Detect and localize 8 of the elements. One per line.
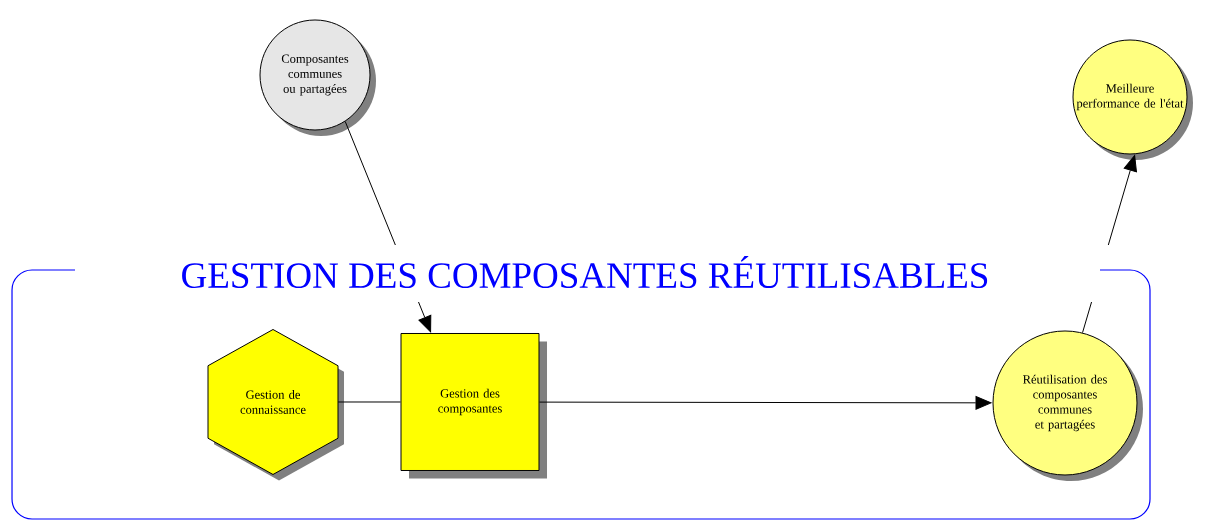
hexagon-node: Gestion de connaissance xyxy=(207,329,344,481)
arrow xyxy=(1082,155,1137,334)
circle-node: Meilleure performance de l'état xyxy=(1072,39,1193,160)
square-box: Gestion des composantes xyxy=(400,333,547,479)
circle-node: Composantes communes ou partagées xyxy=(259,19,376,136)
arrow xyxy=(539,395,992,410)
arrow xyxy=(344,121,432,333)
circle-node: Réutilisation des composantes communes et partagées xyxy=(992,330,1143,481)
